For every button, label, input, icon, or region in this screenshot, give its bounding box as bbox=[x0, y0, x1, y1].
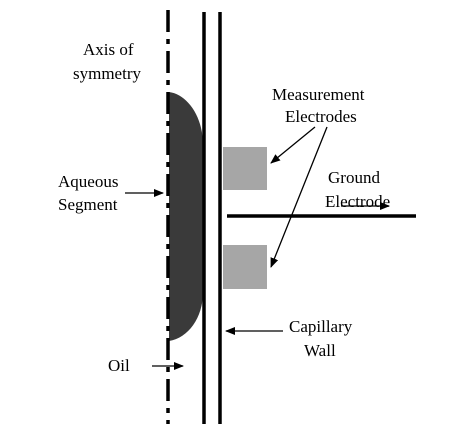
capillary-label-line2: Wall bbox=[304, 341, 336, 360]
aqueous-label-line1: Aqueous bbox=[58, 172, 118, 191]
axis-label-line2: symmetry bbox=[73, 64, 141, 83]
measurement-electrode-lower bbox=[223, 245, 267, 289]
oil-label: Oil bbox=[108, 356, 130, 375]
axis-label-line1: Axis of bbox=[83, 40, 134, 59]
aqueous-segment bbox=[169, 92, 203, 341]
measurement-arrow-lower bbox=[270, 126, 328, 268]
measurement-label-line1: Measurement bbox=[272, 85, 365, 104]
measurement-label-line2: Electrodes bbox=[285, 107, 357, 126]
capillary-label-line1: Capillary bbox=[289, 317, 353, 336]
ground-label-line2: Electrode bbox=[325, 192, 390, 211]
measurement-arrow-upper bbox=[270, 126, 316, 164]
aqueous-label-line2: Segment bbox=[58, 195, 118, 214]
ground-label-line1: Ground bbox=[328, 168, 380, 187]
measurement-electrode-upper bbox=[223, 147, 267, 190]
